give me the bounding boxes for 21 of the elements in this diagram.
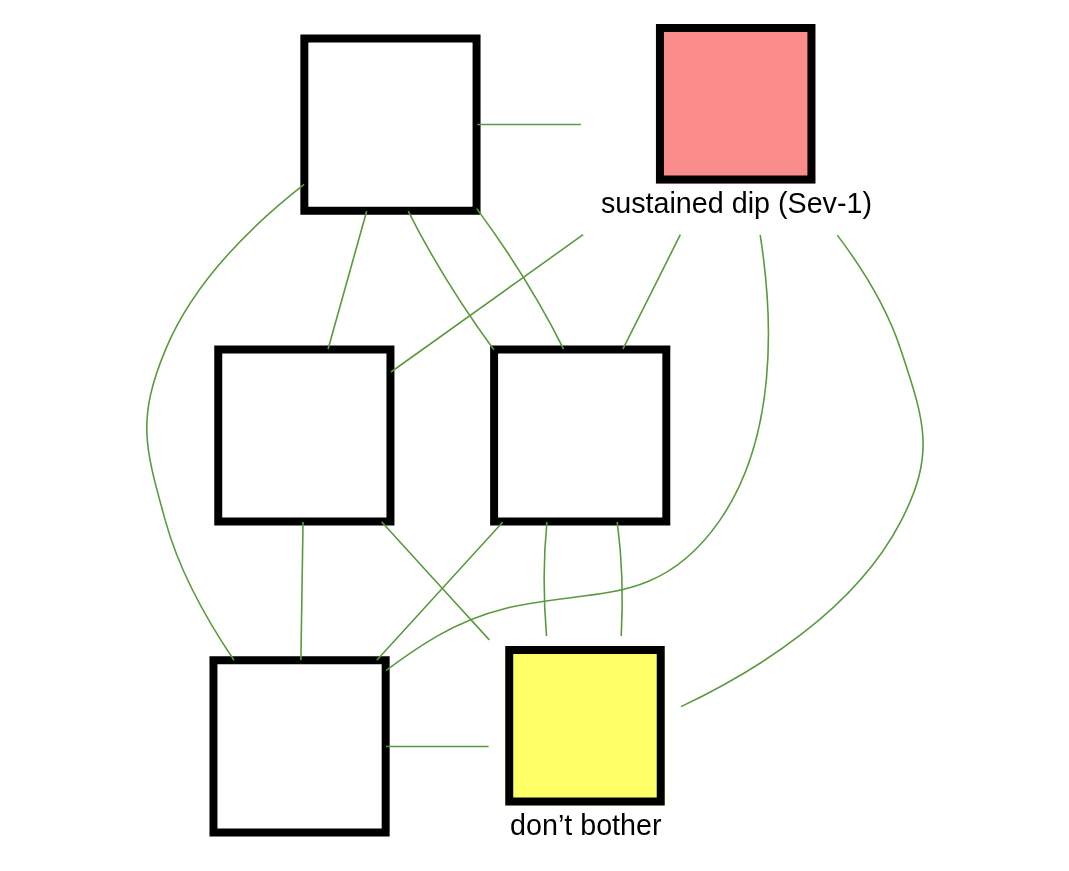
connector bbox=[145, 183, 305, 662]
connector bbox=[542, 521, 548, 637]
node-box bbox=[208, 656, 390, 837]
connector bbox=[326, 210, 367, 351]
node-box bbox=[489, 345, 670, 526]
connector bbox=[621, 233, 681, 350]
connector bbox=[679, 234, 924, 708]
connector bbox=[380, 521, 490, 641]
node-box bbox=[299, 34, 481, 215]
connector bbox=[375, 521, 504, 661]
connector bbox=[615, 521, 623, 637]
connector bbox=[389, 233, 584, 373]
connector bbox=[384, 745, 489, 748]
connector bbox=[475, 123, 582, 126]
node-box bbox=[213, 345, 394, 526]
connector bbox=[406, 210, 495, 351]
node-label: don’t bother bbox=[509, 808, 662, 841]
node-label: sustained dip (Sev-1) bbox=[600, 186, 872, 219]
connector bbox=[384, 234, 769, 672]
connector bbox=[475, 207, 564, 350]
connector bbox=[299, 521, 304, 661]
